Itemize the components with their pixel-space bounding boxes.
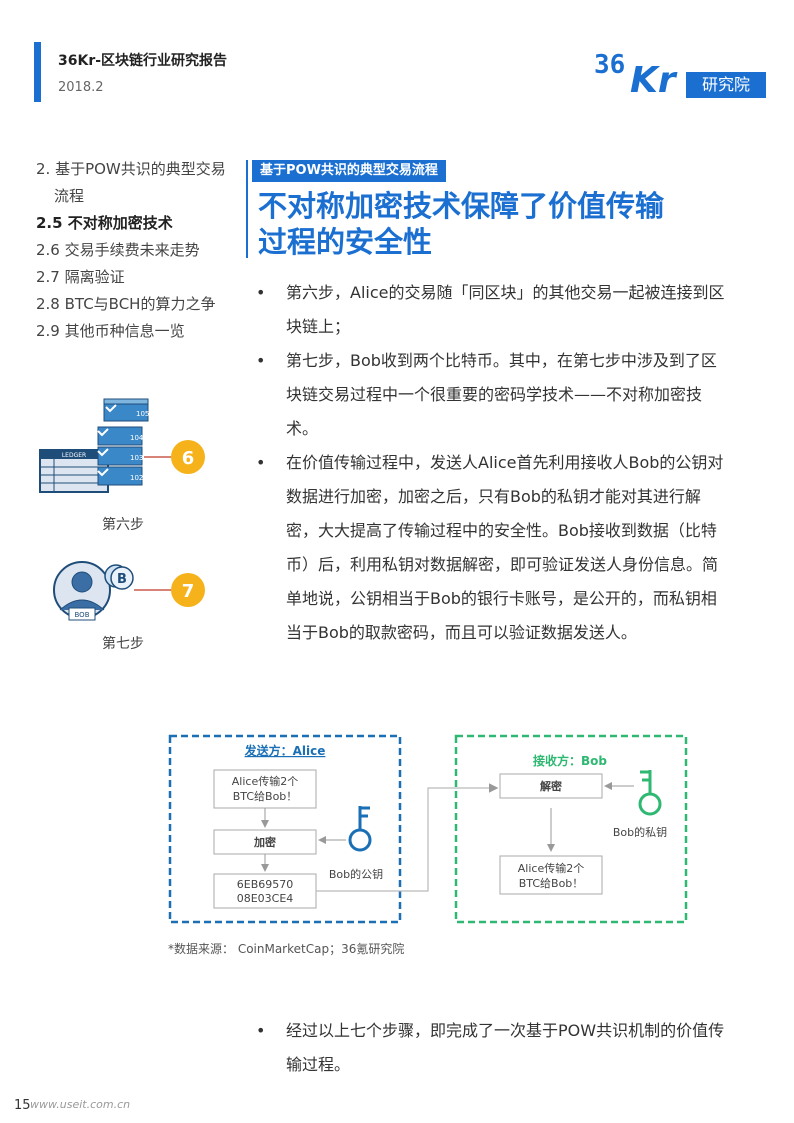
- block-label: 103: [130, 454, 143, 462]
- page-title-line: 过程的安全性: [258, 225, 433, 259]
- bullet-text: 第七步，Bob收到两个比特币。其中，在第七步中涉及到了区块链交易过程中一个很重要…: [286, 351, 717, 438]
- logo-number: 36: [594, 50, 626, 80]
- ciphertext-box: [213, 873, 317, 909]
- logo-subtitle: 研究院: [686, 72, 766, 98]
- step6-illustration: LEDGER 105 104 103 102 6: [36, 395, 246, 495]
- report-title: 36Kr-区块链行业研究报告: [58, 53, 228, 69]
- encrypt-label: 加密: [253, 835, 276, 849]
- decrypted-box: [499, 855, 603, 895]
- bob-name-tag: BOB: [75, 611, 90, 619]
- list-item: • 经过以上七个步骤，即完成了一次基于POW共识机制的价值传输过程。: [256, 1014, 726, 1082]
- bullet-dot: •: [256, 1021, 266, 1040]
- data-source: *数据来源： CoinMarketCap；36氪研究院: [168, 942, 405, 956]
- private-key-icon: [638, 770, 662, 816]
- report-date: 2018.2: [58, 80, 104, 95]
- watermark: www.useit.com.cn: [30, 1098, 131, 1111]
- logo-kr: Kr: [630, 60, 676, 101]
- receiver-panel: [454, 734, 688, 924]
- table-of-contents: 2. 基于POW共识的典型交易 流程 2.5 不对称加密技术 2.6 交易手续费…: [36, 156, 246, 345]
- step-number-badge: 6: [182, 448, 195, 469]
- ciphertext-line: 08E03CE4: [237, 892, 294, 905]
- bottom-bullet-list: • 经过以上七个步骤，即完成了一次基于POW共识机制的价值传输过程。: [256, 1014, 726, 1082]
- page-number: 15: [14, 1098, 31, 1113]
- list-item: • 在价值传输过程中，发送人Alice首先利用接收人Bob的公钥对数据进行加密，…: [256, 446, 726, 650]
- step6-label: 第六步: [102, 517, 144, 533]
- plaintext-line: BTC给Bob！: [233, 790, 298, 803]
- plaintext-box: [213, 769, 317, 809]
- ledger-label: LEDGER: [62, 452, 86, 459]
- decrypt-box: [499, 773, 603, 799]
- ciphertext-line: 6EB69570: [237, 878, 294, 891]
- section-tag: 基于POW共识的典型交易流程: [252, 160, 446, 182]
- bob-avatar-icon: BOB B 7: [53, 561, 205, 621]
- public-key-label: Bob的公钥: [329, 867, 383, 881]
- receiver-title: 接收方：Bob: [533, 753, 607, 768]
- private-key-label: Bob的私钥: [613, 825, 667, 839]
- brand-logo: 36 Kr 研究院: [594, 50, 774, 101]
- decrypted-line: Alice传输2个: [518, 861, 584, 875]
- bullet-list: • 第六步，Alice的交易随「同区块」的其他交易一起被连接到区块链上； • 第…: [256, 276, 726, 650]
- plaintext-line: Alice传输2个: [232, 774, 298, 788]
- step7-label: 第七步: [102, 636, 144, 652]
- page-title: 不对称加密技术保障了价值传输 过程的安全性: [258, 188, 738, 260]
- svg-text:B: B: [117, 572, 127, 587]
- toc-item[interactable]: 2.7 隔离验证: [36, 268, 125, 286]
- toc-item[interactable]: 2.9 其他币种信息一览: [36, 322, 185, 340]
- toc-item[interactable]: 2.8 BTC与BCH的算力之争: [36, 295, 216, 313]
- sender-title: 发送方：Alice: [244, 743, 326, 758]
- public-key-icon: [348, 806, 372, 852]
- block-label: 105: [136, 410, 149, 418]
- bullet-text: 经过以上七个步骤，即完成了一次基于POW共识机制的价值传输过程。: [286, 1021, 725, 1074]
- bullet-dot: •: [256, 351, 266, 370]
- decrypted-line: BTC给Bob！: [519, 877, 584, 890]
- decrypt-label: 解密: [540, 779, 562, 793]
- list-item: • 第七步，Bob收到两个比特币。其中，在第七步中涉及到了区块链交易过程中一个很…: [256, 344, 726, 446]
- bullet-dot: •: [256, 453, 266, 472]
- block-label: 104: [130, 434, 144, 442]
- bullet-text: 第六步，Alice的交易随「同区块」的其他交易一起被连接到区块链上；: [286, 283, 725, 336]
- block-label: 102: [130, 474, 143, 482]
- page-title-line: 不对称加密技术保障了价值传输: [258, 189, 665, 223]
- toc-item[interactable]: 2. 基于POW共识的典型交易: [36, 160, 226, 178]
- title-divider: [246, 160, 248, 258]
- toc-item[interactable]: 2.6 交易手续费未来走势: [36, 241, 200, 259]
- encryption-diagram: 发送方：Alice Alice传输2个 BTC给Bob！ 加密 6EB69570…: [160, 732, 700, 928]
- step7-illustration: BOB B 7: [36, 560, 246, 640]
- toc-item-active[interactable]: 2.5 不对称加密技术: [36, 214, 173, 232]
- blockchain-ledger-icon: LEDGER 105 104 103 102 6: [39, 398, 205, 493]
- encrypt-box: [213, 829, 317, 855]
- header-accent-bar: [34, 42, 41, 102]
- sender-panel: [168, 734, 402, 924]
- bullet-dot: •: [256, 283, 266, 302]
- step-number-badge: 7: [182, 581, 195, 602]
- toc-item[interactable]: 流程: [54, 187, 85, 205]
- bullet-text: 在价值传输过程中，发送人Alice首先利用接收人Bob的公钥对数据进行加密，加密…: [286, 453, 724, 642]
- list-item: • 第六步，Alice的交易随「同区块」的其他交易一起被连接到区块链上；: [256, 276, 726, 344]
